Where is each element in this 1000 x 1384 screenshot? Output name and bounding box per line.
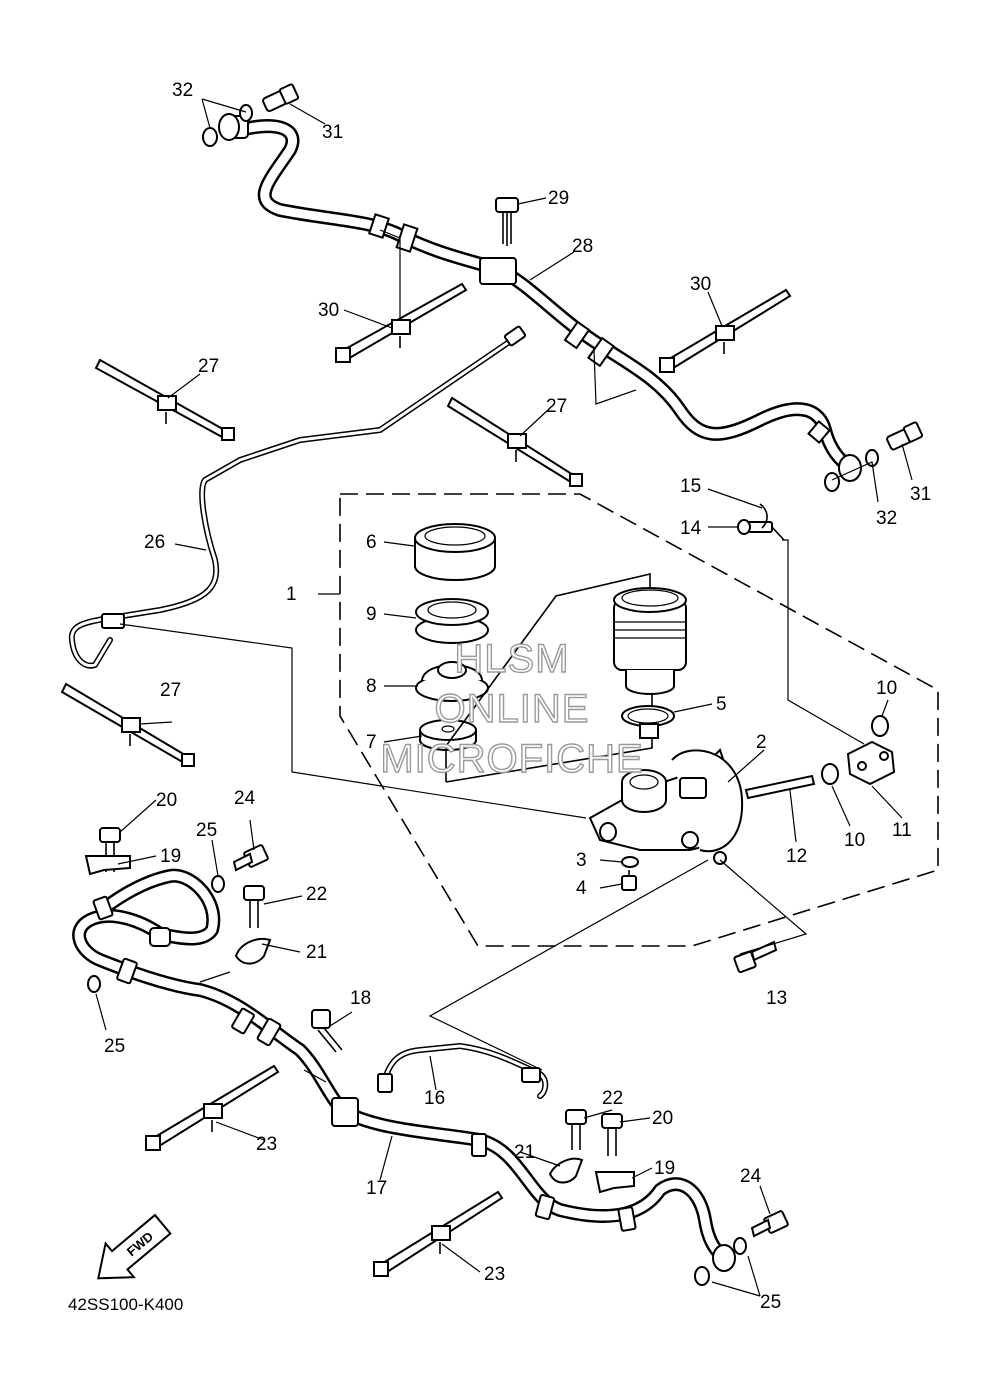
label-6: 6 <box>366 532 377 553</box>
watermark-line1: HLSM <box>454 637 569 681</box>
label-18: 18 <box>350 988 371 1009</box>
label-20-right: 20 <box>652 1108 673 1129</box>
bolt-22-left <box>243 885 265 928</box>
cable-tie-30-left <box>335 282 468 363</box>
label-9: 9 <box>366 604 377 625</box>
bolt-24-right <box>750 1210 789 1238</box>
label-1: 1 <box>286 584 297 605</box>
cable-tie-27-b <box>446 396 583 487</box>
label-19-left: 19 <box>160 846 181 867</box>
label-31-right: 31 <box>910 484 931 505</box>
label-24-right: 24 <box>740 1166 762 1187</box>
diagram-code: 42SS100-K400 <box>68 1295 183 1314</box>
washer-25-b <box>87 975 101 993</box>
label-19-right: 19 <box>654 1158 675 1179</box>
brake-pipe-26 <box>68 325 527 669</box>
label-7: 7 <box>366 732 377 753</box>
cap-6 <box>414 523 496 581</box>
bolt-22-right <box>565 1109 587 1150</box>
bolt-24-left <box>232 844 269 872</box>
clamp-21-left <box>234 938 272 965</box>
label-27-c: 27 <box>160 680 181 701</box>
cable-tie-27-a <box>94 358 235 441</box>
label-24-left: 24 <box>234 788 256 809</box>
label-32-top: 32 <box>172 80 193 101</box>
label-21-left: 21 <box>306 942 327 963</box>
bolt-20-right <box>601 1113 623 1156</box>
watermark-line3: MICROFICHE <box>380 737 643 781</box>
label-10-bottom: 10 <box>844 830 865 851</box>
washer-25-d <box>694 1266 710 1286</box>
cable-tie-27-c <box>60 682 195 767</box>
label-32-right: 32 <box>876 508 897 529</box>
label-8: 8 <box>366 676 377 697</box>
diaphragm-8 <box>415 661 489 702</box>
label-3: 3 <box>576 850 587 871</box>
reservoir-tank <box>445 572 687 783</box>
clamp-19-left <box>84 855 131 876</box>
label-21-right: 21 <box>514 1142 535 1163</box>
leader-lines-lower <box>199 971 327 1083</box>
part-labels: 32 31 29 28 30 30 27 27 15 14 31 32 26 6… <box>104 80 931 1313</box>
brake-hose-lower <box>72 868 736 1272</box>
watermark-line2: ONLINE <box>435 687 590 731</box>
bolt-13 <box>733 940 778 974</box>
label-28: 28 <box>572 236 593 257</box>
label-16: 16 <box>424 1088 445 1109</box>
label-30-left: 30 <box>318 300 339 321</box>
label-31-top: 31 <box>322 122 343 143</box>
label-11: 11 <box>892 820 912 841</box>
master-cylinder-2 <box>588 748 744 865</box>
washer-25-a <box>211 875 225 893</box>
cable-tie-30-right <box>659 288 792 373</box>
label-5: 5 <box>716 694 727 715</box>
clevis-11 <box>846 715 896 786</box>
label-2: 2 <box>756 732 767 753</box>
brake-hose-upper <box>218 113 862 482</box>
bleed-screw-3-4 <box>621 856 639 891</box>
label-26: 26 <box>144 532 165 553</box>
clamp-19-right <box>594 1171 635 1194</box>
union-bolt-top <box>202 83 300 147</box>
push-rod-12 <box>744 763 839 800</box>
watermark: HLSM ONLINE MICROFICHE <box>380 636 644 781</box>
label-23-right: 23 <box>484 1264 505 1285</box>
label-4: 4 <box>576 878 587 899</box>
label-25-a: 25 <box>196 820 217 841</box>
clamp-21-right <box>548 1157 584 1184</box>
fwd-arrow: FWD <box>97 1213 172 1280</box>
cable-tie-23-right <box>373 1190 504 1277</box>
assembly-boundary <box>339 493 939 947</box>
label-20-left: 20 <box>156 790 177 811</box>
label-27-a: 27 <box>198 356 219 377</box>
label-22-left: 22 <box>306 884 327 905</box>
cable-tie-23-left <box>145 1064 280 1151</box>
bolt-29 <box>495 197 519 246</box>
leader-lines-upper <box>119 229 865 1071</box>
label-leaders <box>95 98 913 1297</box>
bolt-18 <box>311 1009 343 1053</box>
washer-25-c <box>733 1237 747 1255</box>
label-22-right: 22 <box>602 1088 623 1109</box>
label-10-top: 10 <box>876 678 897 699</box>
label-30-right: 30 <box>690 274 711 295</box>
label-23-left: 23 <box>256 1134 277 1155</box>
label-12: 12 <box>786 846 807 867</box>
label-25-c: 25 <box>760 1292 781 1313</box>
label-27-b: 27 <box>546 396 567 417</box>
pin-14-15 <box>737 503 785 541</box>
label-15: 15 <box>680 476 701 497</box>
label-29: 29 <box>548 188 569 209</box>
brake-pipe-16 <box>377 1043 549 1099</box>
holder-9 <box>415 598 489 644</box>
label-25-b: 25 <box>104 1036 125 1057</box>
label-14: 14 <box>680 518 702 539</box>
union-bolt-right <box>824 421 924 492</box>
label-17: 17 <box>366 1178 387 1199</box>
label-13: 13 <box>766 988 787 1009</box>
clamp-5 <box>621 705 675 739</box>
